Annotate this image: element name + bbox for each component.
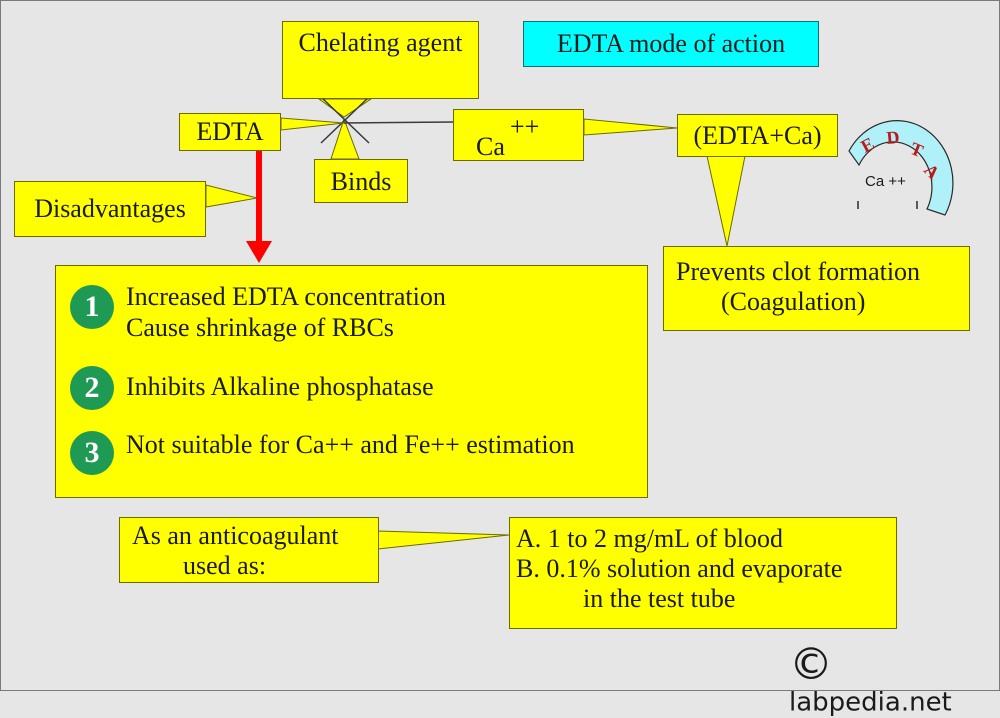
prevents-line-1: Prevents clot formation	[676, 257, 921, 286]
prevents-line-2: (Coagulation)	[721, 287, 866, 316]
red-arrow-head	[246, 241, 272, 263]
prevents-clot-box: Prevents clot formation (Coagulation)	[663, 246, 970, 331]
copyright-credit: © labpedia.net	[789, 643, 999, 718]
number-badge-2: 2	[70, 366, 114, 410]
disadvantages-pointer	[205, 184, 258, 208]
credit-text: labpedia.net	[789, 687, 952, 718]
disadvantage-1-line-2: Cause shrinkage of RBCs	[126, 313, 394, 342]
usage-a: A. 1 to 2 mg/mL of blood	[516, 524, 783, 553]
cross-line-b	[320, 96, 370, 144]
calcium-charge: ++	[510, 112, 540, 141]
disadvantages-label: Disadvantages	[34, 194, 186, 223]
calcium-label: Ca	[476, 132, 505, 161]
edta-label: EDTA	[196, 117, 264, 146]
number-badge-3: 3	[70, 431, 114, 475]
chelating-agent-box: Chelating agent	[282, 21, 479, 99]
disadvantage-2-line-1: Inhibits Alkaline phosphatase	[126, 372, 434, 401]
ring-letter-d: D	[886, 127, 901, 148]
binds-label: Binds	[330, 167, 392, 196]
chelation-ring	[848, 120, 954, 216]
diagram-title: EDTA mode of action	[523, 21, 819, 67]
edta-pointer	[280, 117, 345, 131]
anticoagulant-box: As an anticoagulant used as:	[119, 517, 379, 583]
disadvantages-list-box	[55, 265, 648, 498]
edta-ca-line	[343, 121, 454, 124]
connectors: E D T A Ca ++	[205, 96, 954, 550]
anticoagulant-line-1: As an anticoagulant	[132, 521, 339, 550]
ca-pointer	[583, 118, 678, 136]
copyright-icon: ©	[789, 639, 833, 690]
disadvantage-3-line-1: Not suitable for Ca++ and Fe++ estimatio…	[126, 430, 575, 459]
complex-box: (EDTA+Ca)	[677, 114, 838, 157]
binds-pointer	[330, 117, 360, 160]
number-badge-1: 1	[70, 285, 114, 329]
ring-center-label: Ca ++	[865, 173, 906, 190]
calcium-box: Ca ++	[453, 109, 584, 161]
usage-box: A. 1 to 2 mg/mL of blood B. 0.1% solutio…	[509, 517, 897, 629]
usage-b-line-2: in the test tube	[583, 584, 736, 613]
red-arrow-shaft	[256, 151, 262, 243]
disadvantages-box: Disadvantages	[14, 181, 206, 237]
anticoagulant-pointer	[377, 530, 510, 550]
complex-pointer	[706, 155, 746, 247]
disadvantage-1-line-1: Increased EDTA concentration	[126, 282, 446, 311]
chelating-agent-label: Chelating agent	[298, 28, 463, 57]
edta-box: EDTA	[179, 113, 281, 151]
usage-b-line-1: B. 0.1% solution and evaporate	[516, 554, 843, 583]
complex-label: (EDTA+Ca)	[693, 121, 822, 150]
binds-box: Binds	[314, 159, 408, 203]
anticoagulant-line-2: used as:	[183, 551, 267, 580]
